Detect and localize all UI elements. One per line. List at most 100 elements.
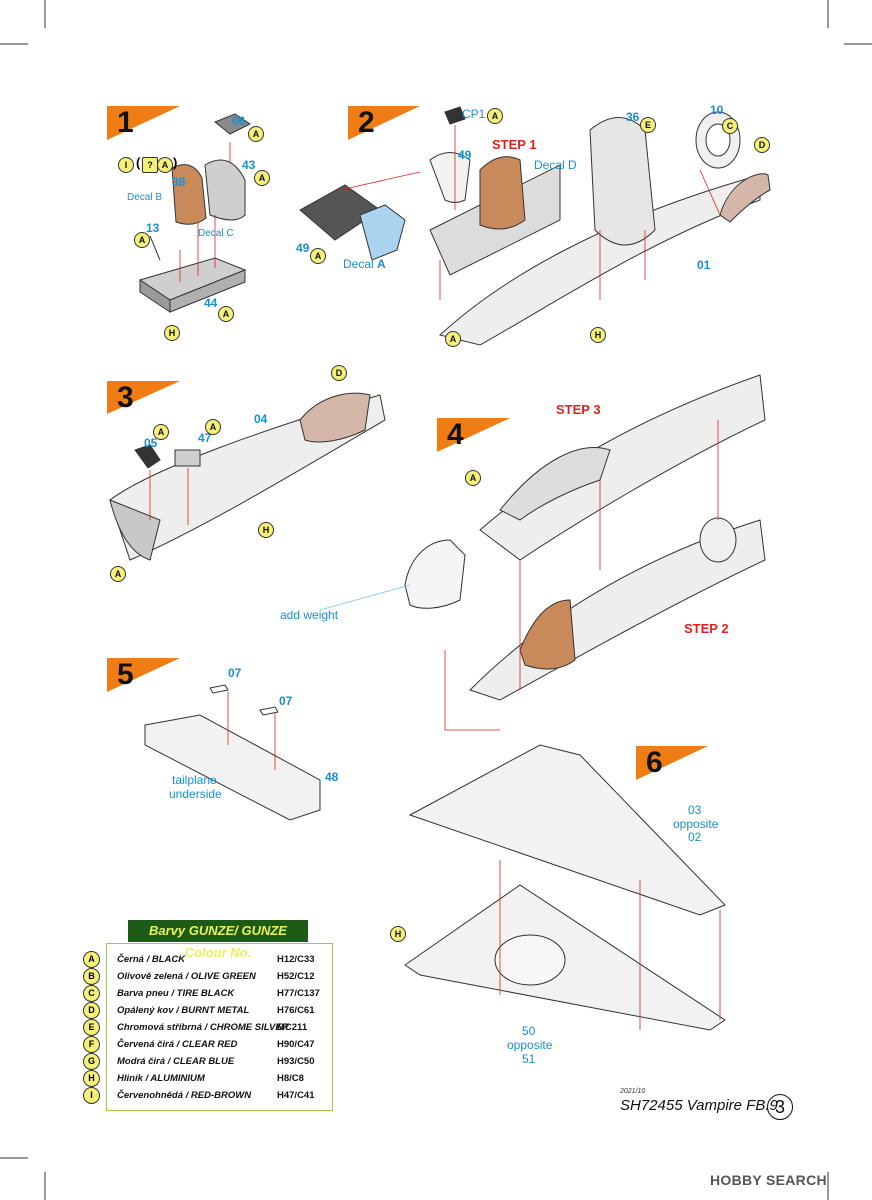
step6-guides	[499, 860, 721, 1030]
legend-key: D	[83, 1002, 100, 1019]
part-48: 48	[325, 770, 339, 784]
legend-key: F	[83, 1036, 100, 1053]
paint-badge-q: ?	[142, 157, 158, 173]
step2-guides	[339, 125, 721, 300]
part-50: 50	[522, 1024, 536, 1038]
part-07-a: 07	[228, 666, 242, 680]
part-06: 06	[232, 114, 246, 128]
paint-badge-a7: A	[310, 248, 326, 264]
footer-title: SH72455 Vampire FB.9	[620, 1097, 778, 1114]
step3-artwork	[109, 392, 386, 561]
legend-key: H	[83, 1070, 100, 1087]
decal-b-label: Decal B	[127, 192, 163, 203]
paint-badge-h4: H	[390, 926, 406, 942]
decal-c-label: Decal C	[198, 228, 234, 239]
watermark: HOBBY SEARCH	[710, 1172, 827, 1188]
part-07-b: 07	[279, 694, 293, 708]
paint-badge-a12: A	[465, 470, 481, 486]
paint-badge-a4: A	[134, 232, 150, 248]
part-13: 13	[146, 221, 160, 235]
add-weight-note: add weight	[280, 608, 339, 622]
step4-guides	[444, 420, 719, 731]
step-number-1: 1	[117, 106, 134, 139]
paint-badge-h: H	[164, 325, 180, 341]
step-number-4: 4	[447, 418, 464, 451]
footer-date: 2021/10	[620, 1088, 646, 1095]
legend-key: E	[83, 1019, 100, 1036]
legend-title: Barvy GUNZE/ GUNZE Colour No.	[128, 920, 308, 960]
step3-guides	[149, 468, 189, 525]
step-ref-step3: STEP 3	[556, 402, 601, 417]
legend-key: C	[83, 985, 100, 1002]
part-cp1: CP1	[462, 107, 486, 121]
part-38: 38	[172, 175, 186, 189]
legend-key: I	[83, 1087, 100, 1104]
step-number-5: 5	[117, 658, 134, 691]
part-03: 03	[688, 803, 702, 817]
part-04: 04	[254, 412, 268, 426]
step-banners	[107, 106, 708, 780]
step5-artwork	[144, 684, 321, 821]
part-51: 51	[522, 1052, 536, 1066]
paint-badge-a6: A	[487, 108, 503, 124]
paint-badge-h3: H	[258, 522, 274, 538]
legend-key: B	[83, 968, 100, 985]
legend-key: A	[83, 951, 100, 968]
paint-badge-c: C	[722, 118, 738, 134]
paint-badge-e: E	[640, 117, 656, 133]
decal-a-label: Decal A	[343, 257, 386, 271]
part-49-bottom: 49	[296, 241, 310, 255]
paint-badge-i: I	[118, 157, 134, 173]
step1-guides	[179, 142, 231, 282]
step-number-6: 6	[646, 746, 663, 779]
legend-key: G	[83, 1053, 100, 1070]
part-47: 47	[198, 431, 212, 445]
paint-badge-h2: H	[590, 327, 606, 343]
step6-artwork	[404, 744, 726, 1031]
opposite-top: opposite	[673, 817, 719, 831]
paint-badge-d: D	[754, 137, 770, 153]
part-44: 44	[204, 296, 218, 310]
step4-artwork	[404, 374, 766, 701]
part-01: 01	[697, 258, 711, 272]
paint-badge-a3: A	[254, 170, 270, 186]
paint-badge-a10: A	[205, 419, 221, 435]
paint-badge-a2: A	[248, 126, 264, 142]
paint-badge-a5: A	[218, 306, 234, 322]
step5-guides	[227, 692, 276, 770]
step-number-2: 2	[358, 106, 375, 139]
paint-badge-a: A	[157, 157, 173, 173]
paint-badge-a8: A	[445, 331, 461, 347]
tailplane-note-2: underside	[169, 787, 222, 801]
paint-badge-d2: D	[331, 365, 347, 381]
paint-mix-close: )	[173, 155, 178, 170]
opposite-bottom: opposite	[507, 1038, 553, 1052]
paint-badge-a9: A	[153, 424, 169, 440]
part-02: 02	[688, 830, 702, 844]
step1-artwork	[138, 113, 251, 313]
paint-badge-a11: A	[110, 566, 126, 582]
step-number-3: 3	[117, 381, 134, 414]
part-49-top: 49	[458, 148, 472, 162]
part-05: 05	[144, 436, 158, 450]
page-number: 3	[767, 1094, 793, 1120]
step-ref-step1: STEP 1	[492, 137, 537, 152]
decal-d-label: Decal D	[534, 158, 577, 172]
part-43: 43	[242, 158, 256, 172]
paint-mix-open: (	[136, 155, 141, 170]
part-36: 36	[626, 110, 640, 124]
step-ref-step2: STEP 2	[684, 621, 729, 636]
tailplane-note-1: tailplane	[172, 773, 217, 787]
